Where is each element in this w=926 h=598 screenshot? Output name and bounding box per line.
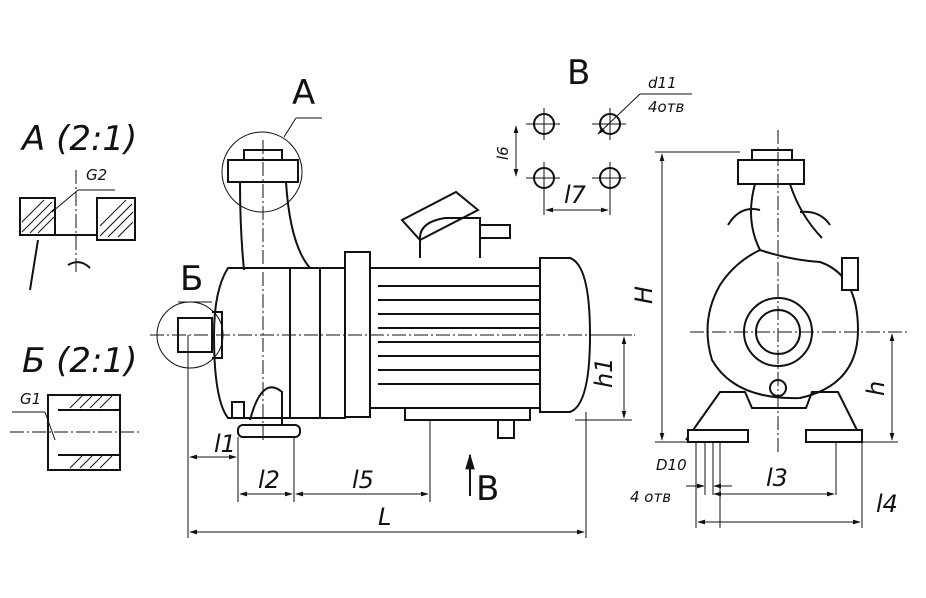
d11-leader: [597, 93, 641, 135]
front-volute-details: [727, 183, 831, 239]
detail-a-walls: [19, 197, 136, 241]
hole-pattern-title: B: [567, 53, 590, 93]
l1-label: l1: [214, 430, 236, 458]
l6-label: l6: [494, 146, 512, 160]
front-base-legs: [685, 391, 863, 441]
detail-a-hatching: [21, 199, 134, 238]
motor-fins: [378, 285, 540, 385]
callout-a-circle: [221, 131, 303, 213]
detail-a-outline: [29, 234, 97, 291]
L-label: L: [378, 503, 391, 531]
motor-body: [369, 267, 541, 409]
l2-label: l2: [258, 466, 280, 494]
front-plug: [841, 257, 859, 291]
motor-drain: [497, 419, 515, 439]
detail-b-walls: [47, 394, 121, 471]
l7-label: l7: [564, 181, 587, 209]
h1-label: h1: [590, 358, 618, 388]
view-b-arrow-letter: B: [476, 469, 499, 509]
D10-label: D10: [656, 456, 687, 474]
pump-housing: [212, 267, 321, 419]
front-foot-right: [805, 429, 863, 443]
hole-count-label: 4отв: [648, 98, 684, 116]
motor-foot: [404, 407, 531, 421]
H-label: H: [630, 286, 658, 304]
detail-a-thread-label: G2: [86, 166, 107, 184]
detail-a-title: A (2:1): [20, 119, 137, 159]
l3-label: l3: [766, 464, 788, 492]
callout-a-leader: [283, 117, 297, 138]
volute-pipe: [239, 181, 311, 271]
h-label: h: [862, 381, 890, 396]
side-view: A Б: [150, 73, 635, 538]
terminal-box: [419, 217, 481, 258]
detail-a-section: A (2:1) G2: [19, 119, 137, 291]
foot-bolt: [231, 401, 245, 419]
front-view: H h D10 4 отв l3 l4: [630, 130, 908, 528]
callout-a-letter: A: [292, 73, 315, 113]
pump-foot: [249, 386, 283, 425]
front-foot-left: [687, 429, 749, 443]
d11-label: d11: [648, 74, 677, 92]
terminal-cover: [400, 190, 480, 242]
l5-label: l5: [352, 466, 374, 494]
detail-b-section: Б (2:1) G1: [10, 341, 140, 471]
detail-b-title: Б (2:1): [22, 341, 137, 381]
front-volute: [706, 183, 860, 400]
detail-b-thread-label: G1: [20, 390, 41, 408]
housing-flange: [289, 267, 346, 419]
detail-b-leader-arrow: [44, 411, 56, 441]
detail-b-hatching: [69, 395, 113, 469]
callout-b-letter: Б: [180, 259, 203, 299]
l4-label: l4: [876, 490, 898, 518]
D10-holes-label: 4 отв: [630, 488, 671, 506]
detail-a-leader-arrow: [51, 189, 79, 213]
pump-foot-base: [237, 424, 301, 438]
front-outlet-neck: [751, 149, 793, 160]
hole-pattern-view: B l6 l7 d11 4отв: [494, 53, 692, 215]
front-outlet-flange: [737, 159, 805, 185]
cable-gland: [480, 224, 511, 239]
hole-centerlines: [526, 108, 626, 215]
